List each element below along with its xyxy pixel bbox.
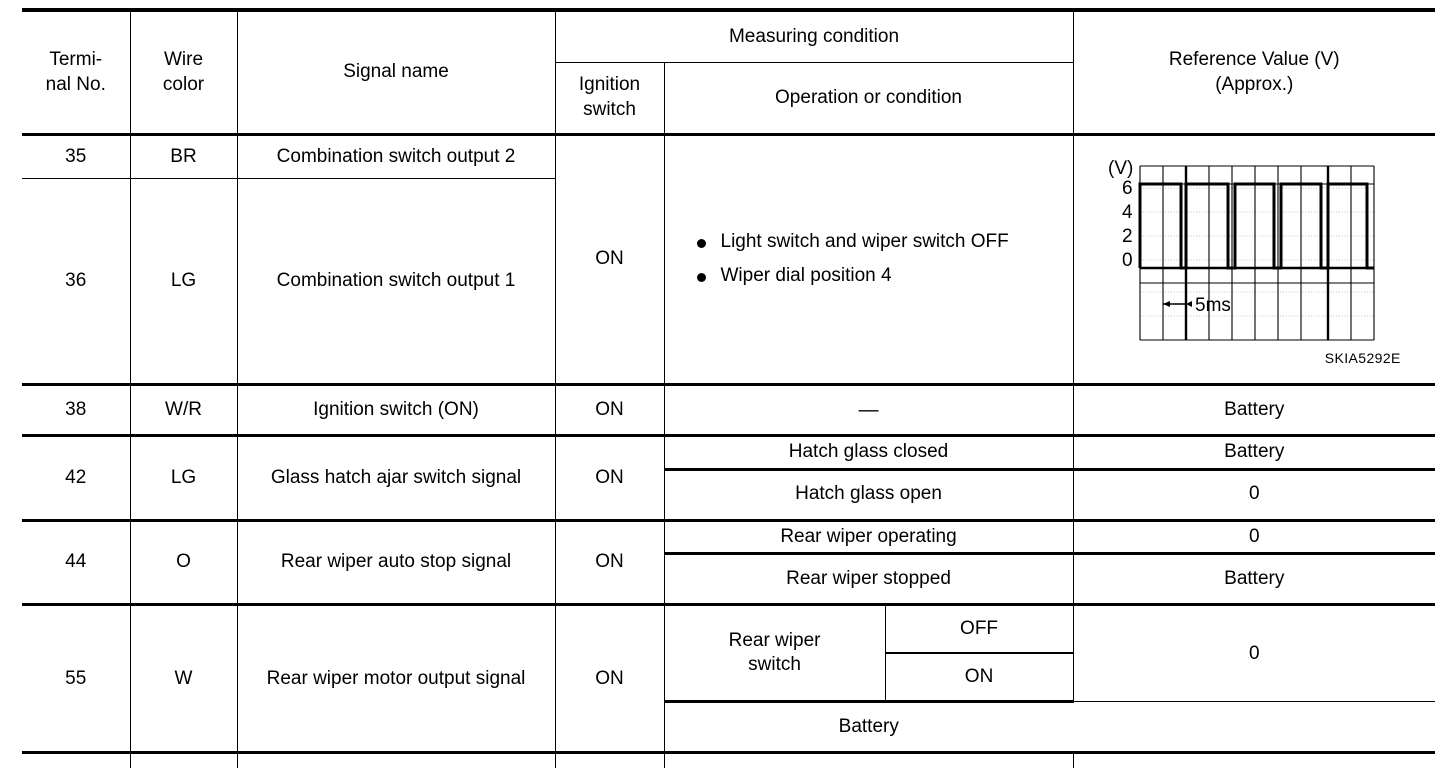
- table-row: 55 W Rear wiper motor output signal ON R…: [22, 603, 1436, 754]
- cell-reference-value: 0: [1072, 751, 1436, 768]
- condition-state: ON: [964, 666, 994, 688]
- table-row: Rear wiper stopped Battery: [22, 552, 1436, 606]
- header-wire-color: Wire color: [129, 9, 238, 135]
- waveform-grid: [1139, 165, 1375, 341]
- header-measuring-condition: Measuring condition: [554, 9, 1074, 63]
- header-terminal-no: Termi- nal No.: [22, 9, 131, 135]
- cell-ignition-switch: ON: [554, 133, 665, 385]
- cell-operation-or-condition: Hatch glass open: [664, 467, 1074, 521]
- cell-reference-value: 0: [1072, 518, 1436, 555]
- table-row: 36 LG Combination switch output 1: [22, 178, 1435, 385]
- cell-wire-color: W: [129, 603, 238, 754]
- cell-wire-color: LG: [129, 178, 238, 385]
- operation-bullet-item: Wiper dial position 4: [695, 264, 1067, 289]
- header-wire-color-line2: color: [162, 73, 205, 95]
- header-signal-name: Signal name: [236, 9, 556, 135]
- cell-signal-name: Ground: [236, 751, 556, 768]
- header-reference-value: Reference Value (V) (Approx.): [1072, 9, 1436, 135]
- cell-wire-color: LG: [129, 434, 238, 521]
- cell-wire-color: W/R: [129, 383, 238, 436]
- table-row: Battery: [22, 700, 1435, 754]
- header-operation-or-condition: Operation or condition: [663, 62, 1074, 135]
- oscilloscope-figure: (V) 6 4 2 0: [1102, 152, 1407, 367]
- cell-ignition-switch: ON: [554, 383, 665, 436]
- cell-terminal-no: 55: [22, 603, 131, 754]
- table-row: 44 O Rear wiper auto stop signal ON Rear…: [22, 518, 1436, 606]
- cell-reference-value: Battery: [664, 700, 1074, 754]
- cell-terminal-no: 44: [22, 518, 131, 606]
- header-reference-value-line1: Reference Value (V): [1168, 48, 1340, 70]
- table-row: Hatch glass open 0: [22, 467, 1436, 521]
- header-ignition-switch-line1: Ignition: [578, 74, 641, 96]
- condition-state: OFF: [885, 606, 1073, 655]
- operation-bullet-list: Light switch and wiper switch OFF Wiper …: [671, 230, 1067, 288]
- condition-group-label-line1: Rear wiper: [728, 629, 821, 651]
- table-row: 42 LG Glass hatch ajar switch signal ON …: [22, 434, 1436, 521]
- cell-terminal-no: 67: [22, 751, 131, 768]
- cell-reference-value: Battery: [1072, 383, 1436, 436]
- cell-reference-value-waveform: (V) 6 4 2 0: [1072, 133, 1436, 385]
- waveform-y-tick-2: 2: [1122, 226, 1133, 247]
- cell-operation-or-condition: —: [663, 751, 1074, 768]
- cell-operation-condition-group: Rear wiper switch OFF ON: [663, 603, 1074, 703]
- cell-terminal-no: 36: [22, 178, 131, 385]
- cell-operation-or-condition: Light switch and wiper switch OFF Wiper …: [663, 133, 1074, 385]
- cell-terminal-no: 42: [22, 434, 131, 521]
- table-row: 35 BR Combination switch output 2 ON Lig…: [22, 133, 1436, 385]
- cell-operation-or-condition: Rear wiper operating: [663, 518, 1074, 555]
- condition-group-label-line2: switch: [748, 654, 801, 676]
- figure-code-label: SKIA5292E: [1324, 349, 1401, 366]
- terminal-specification-table: Termi- nal No. Wire color Signal name Me…: [22, 8, 1436, 768]
- cell-reference-value: Battery: [1072, 552, 1436, 606]
- header-ignition-switch-line2: switch: [583, 99, 636, 120]
- operation-bullet-item: Light switch and wiper switch OFF: [695, 230, 1067, 255]
- cell-reference-value: Battery: [1072, 434, 1436, 470]
- table-row: 67 B Ground ON — 0: [22, 751, 1436, 768]
- cell-signal-name: Combination switch output 2: [236, 133, 556, 179]
- cell-reference-value: 0: [1072, 603, 1436, 703]
- header-wire-color-line1: Wire: [163, 48, 204, 70]
- cell-operation-or-condition: Hatch glass closed: [663, 434, 1074, 470]
- header-terminal-no-line2: nal No.: [45, 73, 106, 95]
- waveform-trace: [1138, 182, 1374, 270]
- header-reference-value-line2: (Approx.): [1215, 73, 1294, 95]
- waveform-y-tick-6: 6: [1122, 178, 1133, 199]
- cell-ignition-switch: ON: [554, 518, 665, 606]
- cell-reference-value: 0: [1072, 467, 1436, 521]
- waveform-time-marker: [1162, 301, 1192, 307]
- cell-signal-name: Ignition switch (ON): [236, 383, 556, 436]
- cell-signal-name: Rear wiper auto stop signal: [236, 518, 556, 606]
- condition-group-label: Rear wiper switch: [664, 606, 886, 701]
- oscilloscope-waveform-svg: (V) 6 4 2 0: [1108, 158, 1375, 341]
- cell-terminal-no: 38: [22, 383, 131, 436]
- cell-wire-color: B: [129, 751, 238, 768]
- waveform-y-unit: (V): [1108, 158, 1133, 179]
- cell-terminal-no: 35: [22, 133, 131, 179]
- cell-signal-name: Rear wiper motor output signal: [236, 603, 556, 754]
- table-header-row-1: Termi- nal No. Wire color Signal name Me…: [22, 9, 1436, 135]
- header-terminal-no-line1: Termi-: [49, 48, 103, 70]
- cell-signal-name: Combination switch output 1: [236, 178, 555, 385]
- cell-ignition-switch: ON: [554, 751, 665, 768]
- cell-wire-color: BR: [129, 133, 238, 179]
- table-row: 38 W/R Ignition switch (ON) ON — Battery: [22, 383, 1436, 436]
- cell-ignition-switch: ON: [554, 434, 665, 521]
- cell-wire-color: O: [129, 518, 238, 606]
- waveform-time-label: 5ms: [1195, 295, 1231, 316]
- waveform-y-tick-0: 0: [1122, 250, 1133, 271]
- waveform-y-tick-4: 4: [1122, 202, 1133, 223]
- cell-operation-or-condition: Rear wiper stopped: [664, 552, 1074, 606]
- table-header-row-2: Ignition switch Operation or condition: [22, 62, 1435, 135]
- cell-ignition-switch: ON: [554, 603, 665, 754]
- cell-operation-or-condition: —: [663, 383, 1074, 436]
- cell-signal-name: Glass hatch ajar switch signal: [236, 434, 556, 521]
- header-ignition-switch: Ignition switch: [555, 62, 665, 135]
